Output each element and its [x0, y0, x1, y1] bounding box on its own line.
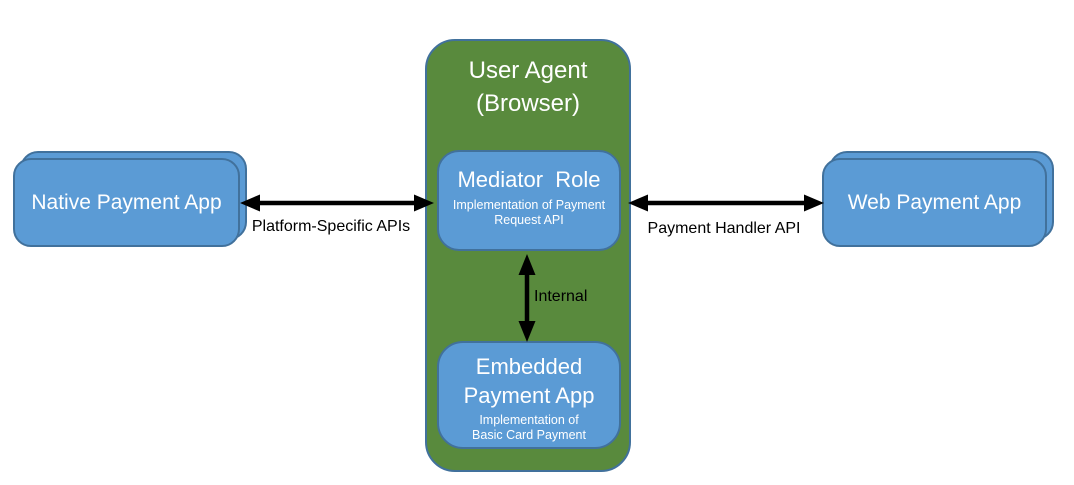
- embedded-payment-app-title: Embedded Payment App: [463, 354, 595, 408]
- platform-specific-apis-arrow: [240, 194, 434, 212]
- user-agent-title: User Agent (Browser): [468, 57, 588, 117]
- embedded-payment-app-box: Embedded Payment App Implementation of B…: [437, 341, 621, 449]
- web-payment-app-title: Web Payment App: [847, 190, 1022, 214]
- embedded-payment-app-subtitle: Implementation of Basic Card Payment: [472, 413, 586, 442]
- platform-specific-apis-label: Platform-Specific APIs: [251, 218, 411, 235]
- mediator-role-box: Mediator Role Implementation of Payment …: [437, 150, 621, 251]
- payment-handler-api-label: Payment Handler API: [647, 220, 801, 237]
- internal-arrow: [518, 254, 536, 342]
- native-payment-app-title: Native Payment App: [31, 190, 222, 214]
- web-payment-app-box: Web Payment App: [822, 158, 1047, 247]
- mediator-role-title: Mediator Role: [457, 167, 601, 192]
- internal-label: Internal: [534, 288, 588, 305]
- native-payment-app-box: Native Payment App: [13, 158, 240, 247]
- mediator-role-subtitle: Implementation of Payment Request API: [452, 198, 606, 227]
- payment-handler-api-arrow: [628, 194, 824, 212]
